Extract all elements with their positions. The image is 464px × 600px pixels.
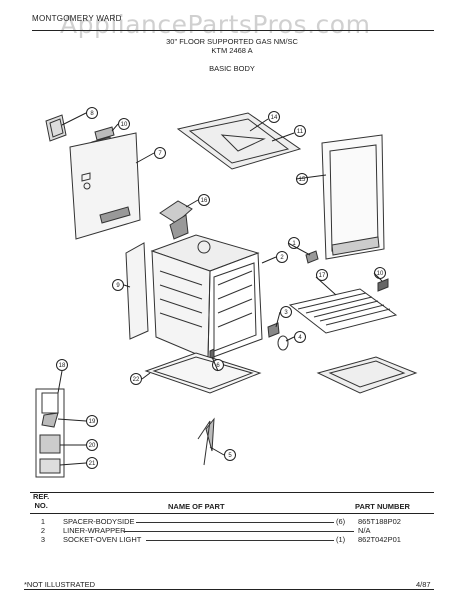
broiler-pan bbox=[316, 356, 418, 394]
svg-text:9: 9 bbox=[116, 283, 120, 289]
svg-text:19: 19 bbox=[89, 419, 96, 425]
callout-9: 9 bbox=[112, 279, 124, 291]
svg-text:20: 20 bbox=[89, 443, 96, 449]
header-rule bbox=[32, 30, 434, 31]
name-header: NAME OF PART bbox=[168, 502, 225, 511]
part-22-bottom-panel bbox=[144, 352, 262, 394]
table-row: 1 SPACER-BODYSIDE (6) 865T188P02 bbox=[0, 517, 464, 526]
number-header: PART NUMBER bbox=[355, 502, 410, 511]
part-15-door-frame bbox=[321, 134, 385, 260]
svg-text:6: 6 bbox=[216, 363, 220, 369]
model-number: KTM 2468 A bbox=[211, 46, 253, 55]
svg-text:16: 16 bbox=[201, 198, 208, 204]
leader-line bbox=[136, 522, 334, 523]
row-ref: 2 bbox=[40, 526, 46, 535]
svg-text:4: 4 bbox=[298, 335, 302, 341]
svg-text:5: 5 bbox=[228, 453, 232, 459]
callout-19: 19 bbox=[86, 415, 98, 427]
svg-text:10: 10 bbox=[121, 122, 128, 128]
part-14-top-tray bbox=[176, 112, 302, 170]
callout-10b: 10 bbox=[374, 267, 386, 279]
callout-15: 15 bbox=[296, 173, 308, 185]
part-10-knob bbox=[377, 278, 389, 292]
callout-1: 1 bbox=[288, 237, 300, 249]
leader-line bbox=[124, 531, 354, 532]
svg-text:7: 7 bbox=[158, 151, 162, 157]
svg-text:15: 15 bbox=[299, 177, 306, 183]
footer-rule bbox=[24, 589, 434, 590]
part-9-side-panel bbox=[125, 242, 149, 340]
row-part-number: N/A bbox=[358, 526, 371, 535]
svg-text:3: 3 bbox=[284, 310, 288, 316]
brand-label: MONTGOMERY WARD bbox=[32, 14, 122, 23]
revision-date: 4/87 bbox=[416, 580, 431, 589]
callout-18: 18 bbox=[56, 359, 68, 371]
svg-text:21: 21 bbox=[89, 461, 96, 467]
callout-8: 8 bbox=[86, 107, 98, 119]
callout-10: 10 bbox=[118, 118, 130, 130]
row-part-number: 862T042P01 bbox=[358, 535, 401, 544]
not-illustrated-note: *NOT ILLUSTRATED bbox=[24, 580, 95, 589]
row-ref: 3 bbox=[40, 535, 46, 544]
part-17-oven-rack bbox=[288, 288, 398, 334]
part-1-spacer bbox=[305, 250, 319, 264]
svg-text:2: 2 bbox=[280, 255, 284, 261]
row-qty: (1) bbox=[336, 535, 346, 544]
svg-text:17: 17 bbox=[319, 273, 326, 279]
section-title: BASIC BODY bbox=[209, 64, 255, 73]
part-16-hinge bbox=[159, 200, 193, 240]
svg-text:1: 1 bbox=[292, 241, 296, 247]
part-8-bracket bbox=[45, 114, 67, 142]
row-name: LINER-WRAPPER bbox=[63, 526, 126, 535]
model-line: 30" FLOOR SUPPORTED GAS NM/SC bbox=[166, 37, 298, 46]
callout-20: 20 bbox=[86, 439, 98, 451]
table-top-rule bbox=[30, 492, 434, 493]
svg-text:22: 22 bbox=[133, 377, 140, 383]
callout-14: 14 bbox=[268, 111, 280, 123]
callout-22: 22 bbox=[130, 373, 142, 385]
part-4-bulb bbox=[277, 335, 289, 351]
table-row: 2 LINER-WRAPPER N/A bbox=[0, 526, 464, 535]
callout-11: 11 bbox=[294, 125, 306, 137]
part-2-oven-body bbox=[150, 234, 263, 360]
part-7-back-panel bbox=[69, 132, 141, 240]
row-name: SPACER-BODYSIDE bbox=[63, 517, 135, 526]
svg-text:10: 10 bbox=[377, 271, 384, 277]
row-part-number: 865T188P02 bbox=[358, 517, 401, 526]
callout-2: 2 bbox=[276, 251, 288, 263]
callout-7: 7 bbox=[154, 147, 166, 159]
watermark: AppliancePartsPros.com bbox=[60, 10, 371, 39]
callout-4: 4 bbox=[294, 331, 306, 343]
callout-21: 21 bbox=[86, 457, 98, 469]
part-3-socket bbox=[267, 322, 280, 338]
ref-header: REF.NO. bbox=[33, 492, 50, 510]
leader-line bbox=[146, 540, 334, 541]
svg-text:14: 14 bbox=[271, 115, 278, 121]
small-parts-panel bbox=[35, 388, 65, 478]
row-ref: 1 bbox=[40, 517, 46, 526]
table-header-rule bbox=[30, 513, 434, 514]
row-name: SOCKET-OVEN LIGHT bbox=[63, 535, 142, 544]
exploded-parts-diagram: 8 10 7 14 11 15 16 9 2 1 17 10 3 4 6 22 … bbox=[35, 107, 418, 478]
svg-text:11: 11 bbox=[297, 129, 304, 135]
svg-text:18: 18 bbox=[59, 363, 66, 369]
row-qty: (6) bbox=[336, 517, 346, 526]
callout-16: 16 bbox=[198, 194, 210, 206]
callout-5: 5 bbox=[224, 449, 236, 461]
callouts: 8 10 7 14 11 15 16 9 2 1 17 10 3 4 6 22 … bbox=[56, 107, 386, 469]
table-row: 3 SOCKET-OVEN LIGHT (1) 862T042P01 bbox=[0, 535, 464, 544]
callout-17: 17 bbox=[316, 269, 328, 281]
part-5-broiler-tongs bbox=[197, 417, 215, 466]
callout-3: 3 bbox=[280, 306, 292, 318]
svg-text:8: 8 bbox=[90, 111, 94, 117]
